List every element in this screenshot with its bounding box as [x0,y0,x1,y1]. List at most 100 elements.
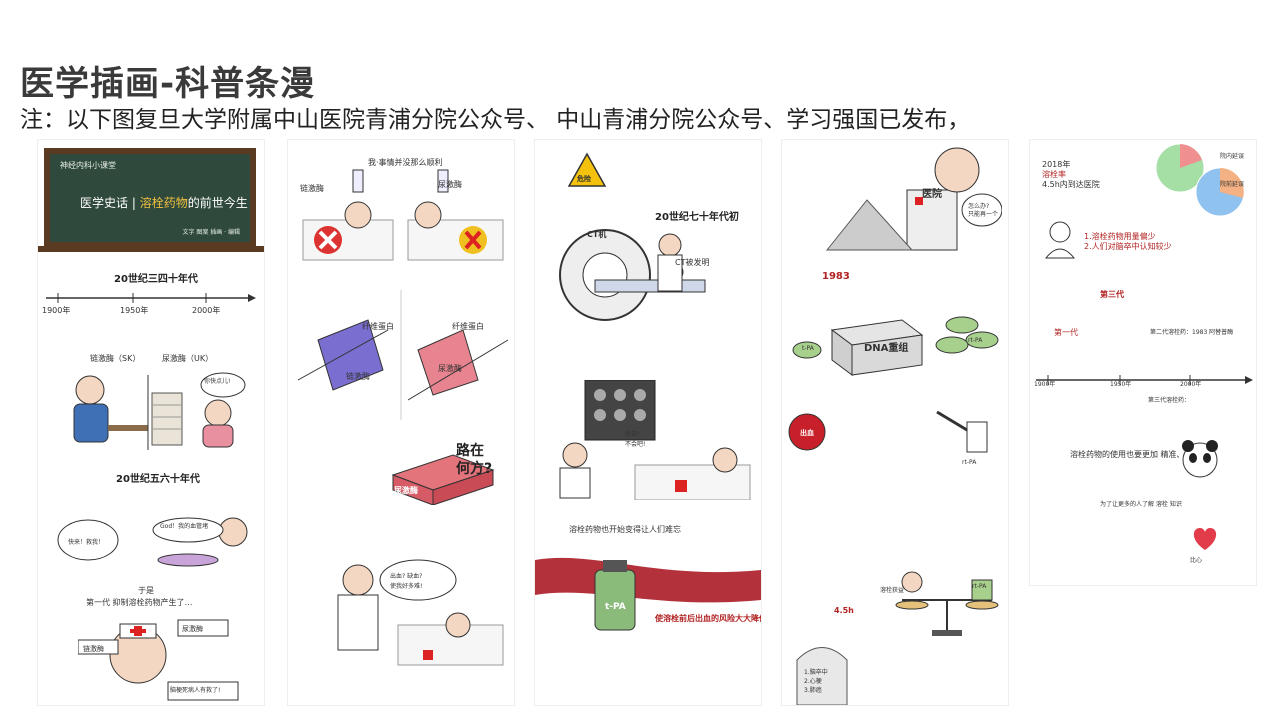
era-heading-3: 20世纪七十年代初 [655,212,739,223]
bubble-save: 快来！救我！ [68,539,105,546]
panda-meme-icon [1182,440,1218,478]
year-1983: 1983 [822,271,850,282]
safe-line: 溶栓药物的使用也要更加 精准、安全 [1070,450,1201,459]
box-label: 尿激酶 [394,486,418,495]
stat-b: 溶栓率 [1042,170,1066,179]
doctor-thinking-scene [337,559,504,666]
time-window: 4.5h [834,606,854,615]
doctor-celebration [78,619,239,701]
tick-1950: 1950年 [120,306,149,315]
tick-1950-b: 1950年 [1110,381,1132,388]
doctor-sign: 脑梗死病人有救了! [170,687,221,694]
sign-uk: 尿激酶 [182,625,203,633]
timeline-gen2: 第二代溶栓药：1983 阿替普酶 [1150,329,1234,336]
warning-sign-label: 危险 [577,175,591,183]
tick-2000-b: 2000年 [1180,381,1202,388]
comic-strip-5: 2018年 溶栓率 4.5h内到达医院 院内延误 院前延误 1.溶栓药物用量偏少… [1030,140,1256,585]
top-note: 我·事情并没那么顺利 [368,158,443,167]
page-subtitle: 注：以下图复旦大学附属中山医院青浦分院公众号、 中山青浦分院公众号、学习强国已发… [20,107,971,133]
board-small-title: 神经内科小课堂 [60,161,116,170]
fibrin-label-1: 纤维蛋白 [362,322,394,331]
timeline-1 [46,293,256,303]
lab-scene [73,372,246,450]
point-a: 1.溶栓药物用量偏少 [1084,232,1156,241]
fibrin-scissors-scene [297,290,509,420]
comic-strip-2: 我·事情并没那么顺利 链激酶 尿激酶 纤维蛋白 纤维蛋白 链激酶 尿激酶 尿激酶… [288,140,514,705]
timeline-gen3: 第三代溶栓药： [1148,397,1191,404]
page-title: 医学插画-科普条漫 [20,64,316,104]
pie-charts [1155,143,1245,217]
era-heading-1: 20世纪三四十年代 [114,274,198,285]
board-title: 医学史话 | 溶栓药物的前世今生 [80,196,248,210]
label-uk: 尿激酶（UK） [162,354,214,363]
warning-icon [567,152,607,187]
timeline-gen1: 第一代 [1054,328,1078,337]
hospital-building-scene [825,147,1002,251]
stat-a: 4.5h内到达医院 [1042,180,1100,189]
petri-scene [57,517,248,567]
chalkboard-frame [38,246,264,252]
fibrin-label-2: 纤维蛋白 [452,322,484,331]
ct-scanner-scene [559,229,706,321]
ct-note: CT被发明 [675,258,710,267]
blood-syringe-scene [788,410,988,453]
tpa-tag: t-PA [802,345,814,352]
road-title-a: 路在 [456,443,484,459]
era-heading-2: 20世纪五六十年代 [116,474,200,485]
heart-hand-icon [1193,528,1217,550]
tombstone [796,647,848,705]
tick-1900: 1900年 [42,306,71,315]
comic-strip-1: 神经内科小课堂 医学史话 | 溶栓药物的前世今生 文字 图案 插画 · 编辑 2… [38,140,264,705]
heart-label: 比心 [1190,557,1203,564]
blood-label: 出血 [800,429,814,437]
tick-1900-b: 1900年 [1034,381,1056,388]
timeline-2 [1036,375,1253,385]
gen3-label: 第三代 [1100,290,1124,299]
rtpa-label: rt-PA [968,337,983,344]
urokinase-box [391,454,495,505]
pie-label-b: 院前延误 [1220,181,1245,188]
stat-year: 2018年 [1042,160,1071,169]
tomb-item-2: 2.心梗 [804,678,822,685]
hospital-sign: 医院 [922,189,942,200]
sk-note: 链激酶 [300,184,324,193]
sk-tag: 链激酶 [346,372,370,381]
bubble-hurry: 你快点儿! [204,378,231,385]
pie-label-a: 院内延误 [1220,153,1245,160]
sign-sk: 链激酶 [83,645,104,653]
point-b: 2.人们对脑卒中认知较少 [1084,242,1172,251]
bubble-how: 怎么办? [968,203,990,210]
hospital-beds-scene [302,169,504,261]
bubble-question-1: 出血? 缺血? [390,573,423,580]
history-text: 溶栓药物也开始变得让人们难忘 [569,525,681,534]
bubble-question-2: 使我好多难! [390,583,423,590]
then-label: 于是 [138,586,154,595]
board-credit: 文字 图案 插画 · 编辑 [182,229,240,236]
risk-text: 使溶栓前后出血的风险大大降低 [655,614,761,623]
bubble-nope: 不会吧! [625,441,646,448]
tomb-item-1: 1.脑卒中 [804,669,828,676]
label-sk: 链激酶（SK） [90,354,141,363]
xray-scene [559,380,751,500]
dna-recombination-scene [792,316,999,376]
tick-2000: 2000年 [192,306,221,315]
first-gen-text: 第一代 抑制溶栓药物产生了… [86,598,193,607]
bubble-god: God！我的血管堵 [160,523,209,530]
ct-label: CT机 [587,230,607,239]
uk-note: 尿激酶 [438,180,462,189]
bubble-wow: 我去！ [625,431,644,438]
scale-right-label: rt-PA [972,583,987,590]
tpa-bottle-label: t-PA [605,602,626,612]
comic-strip-3: 危险 20世纪七十年代初 CT机 CT被发明 我去！ 不会吧! 溶栓药物也开始变… [535,140,761,705]
dna-label: DNA重组 [864,343,909,354]
worried-person-icon [1044,221,1076,259]
hope-text: 为了让更多的人了解 溶栓 知识 [1100,501,1182,508]
syringe-label: rt-PA [962,459,977,466]
tomb-item-3: 3.肺癌 [804,687,822,694]
tpa-bottle-scene [535,557,761,631]
road-title-b: 何方? [456,461,493,477]
uk-tag: 尿激酶 [438,364,462,373]
scale-left-label: 溶栓获益 [880,587,905,594]
comic-strip-4: 医院 怎么办? 只能再一个 1983 DNA重组 rt-PA t-PA 出血 r… [782,140,1008,705]
bubble-another: 只能再一个 [968,211,999,218]
